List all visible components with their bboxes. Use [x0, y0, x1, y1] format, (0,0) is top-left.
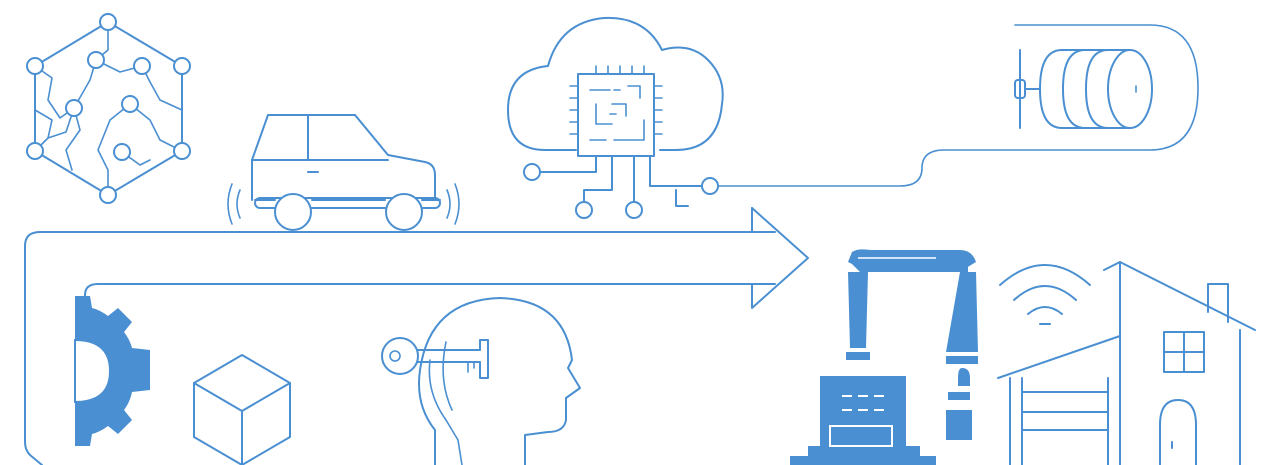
neural-network-hexagon-icon — [26, 13, 191, 204]
data-storage-cylinder-icon — [1014, 49, 1153, 129]
gear-icon — [74, 296, 150, 446]
smart-home-wifi-icon — [997, 261, 1256, 465]
head-key-icon — [381, 297, 581, 465]
cloud-processor-icon — [507, 16, 1199, 219]
flow-arrow-icon — [24, 207, 809, 465]
factory-robot-arm-icon — [790, 249, 978, 465]
connected-car-icon — [227, 114, 460, 231]
cube-icon — [193, 354, 291, 465]
